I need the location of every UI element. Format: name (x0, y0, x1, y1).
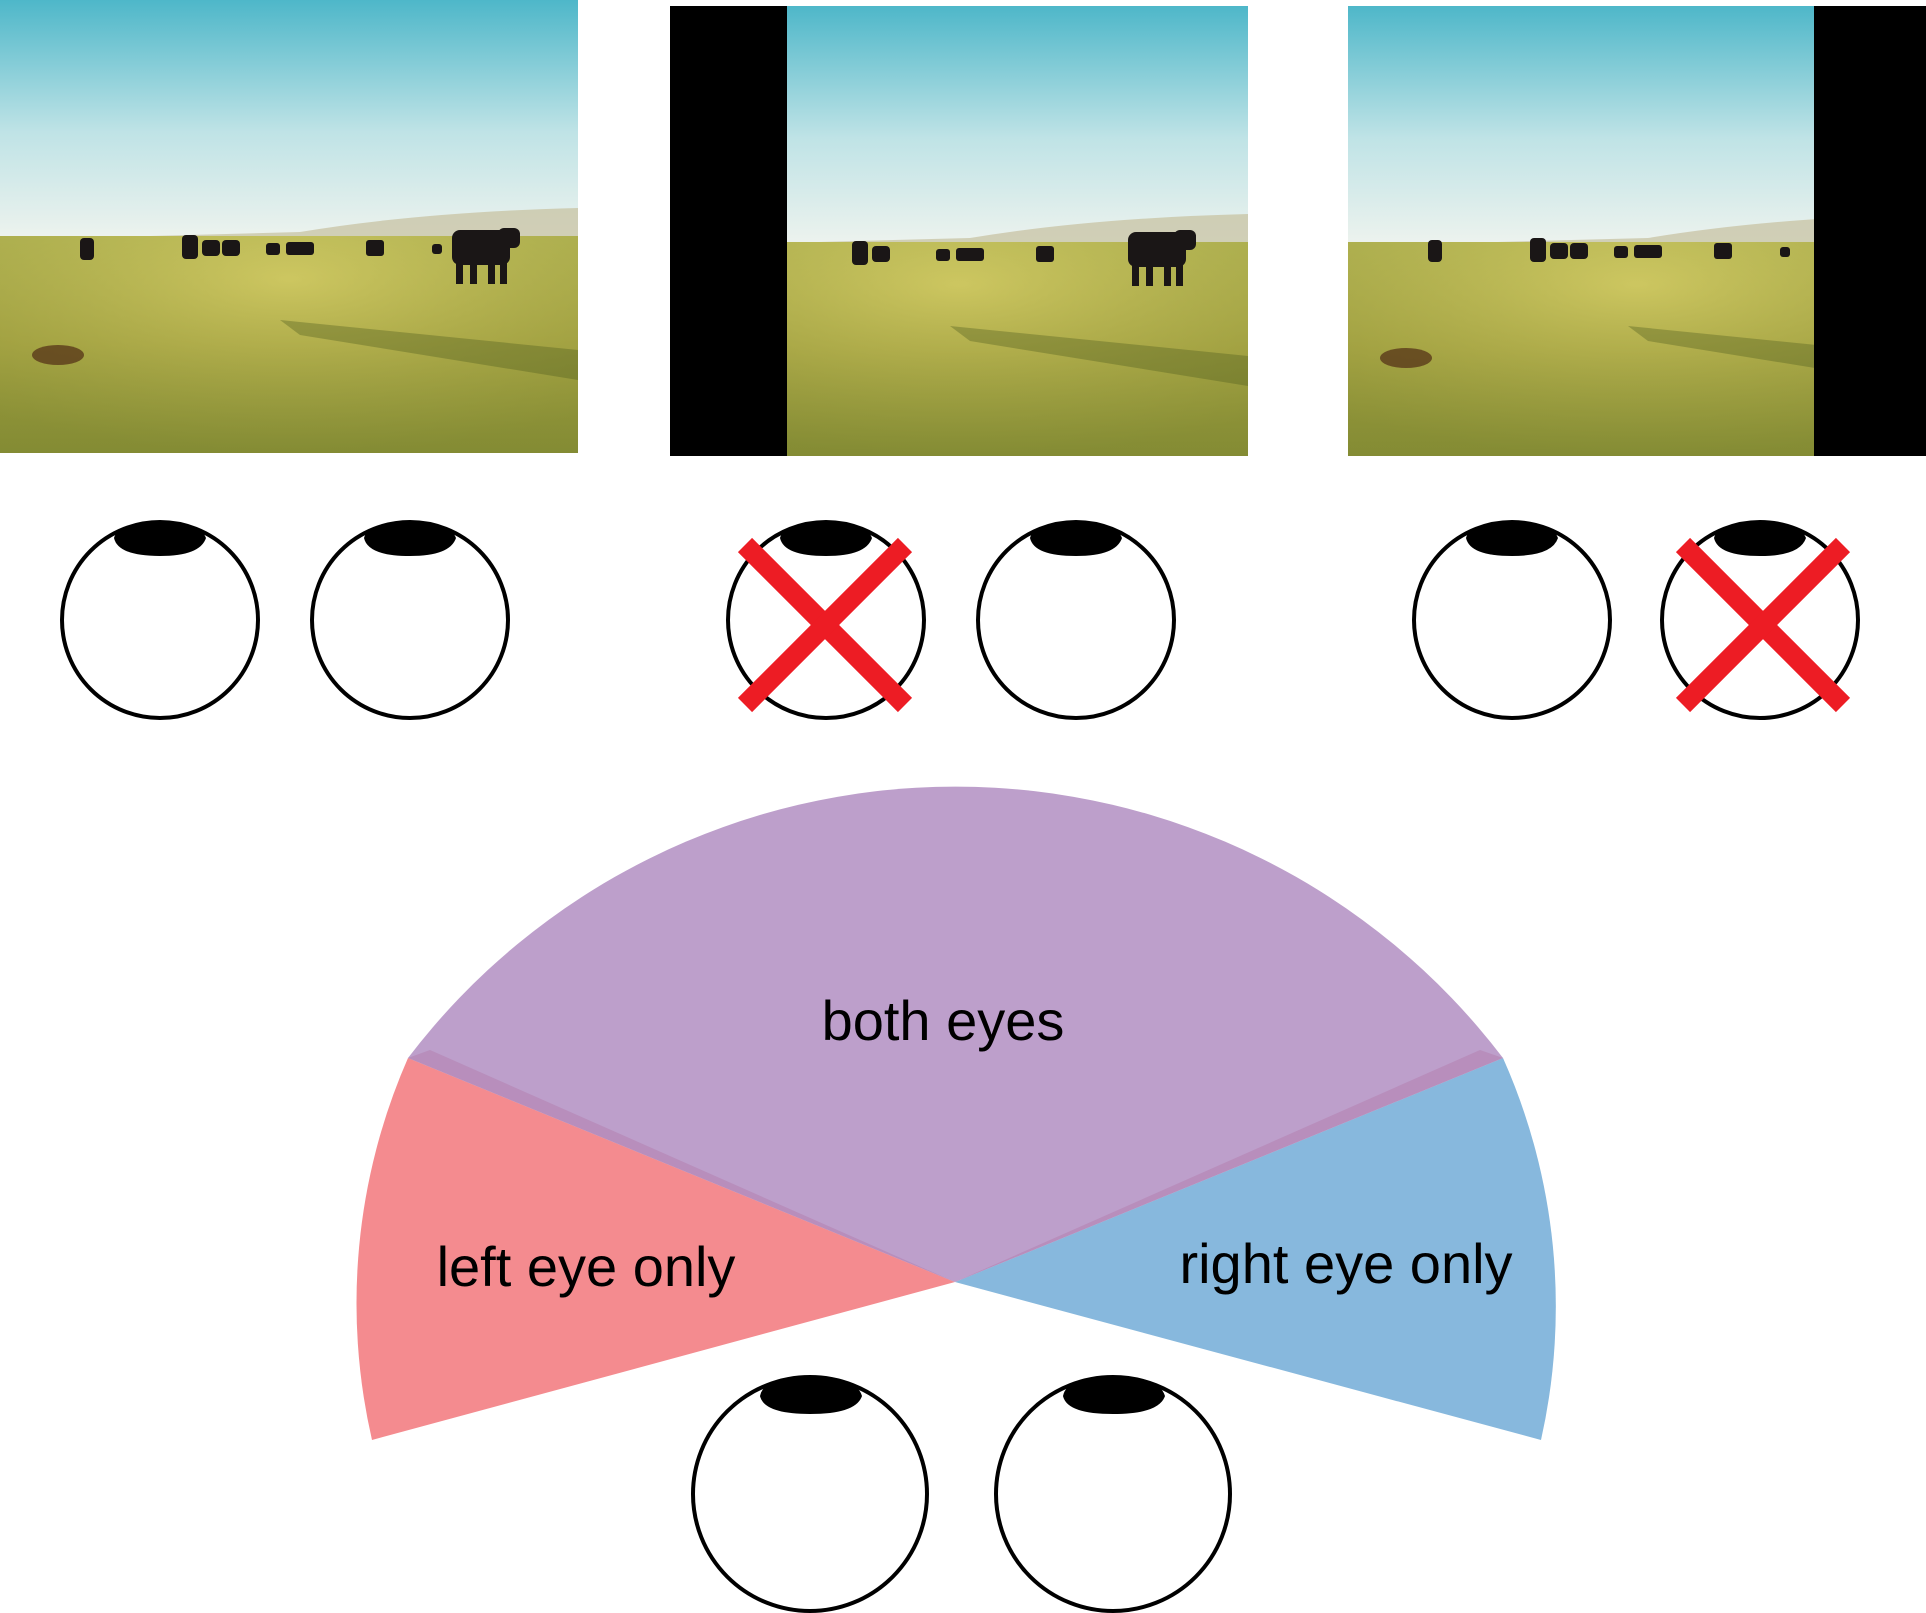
both-eyes-region (408, 786, 1503, 1282)
field-photo (670, 6, 1248, 456)
right-eye-only-region (955, 1058, 1556, 1440)
photo-panel-both-eyes (0, 0, 578, 453)
eye-pair-bottom (691, 1375, 1232, 1613)
eye-icon (60, 520, 260, 720)
cross-icon (737, 537, 913, 713)
eye-icon (976, 520, 1176, 720)
cow-icon (1128, 230, 1196, 286)
vision-blocker (1814, 6, 1926, 456)
eye-pair-left-closed (726, 520, 1176, 720)
eye-pair-right-closed (1412, 520, 1860, 720)
right-eye-only-label: right eye only (1179, 1232, 1512, 1295)
cross-icon (1675, 537, 1851, 713)
cow-icon (452, 228, 520, 284)
eye-icon (1412, 520, 1612, 720)
left-eye-only-region (356, 1058, 955, 1440)
field-photo (0, 0, 578, 453)
photo-panel-left-eye-only (1348, 6, 1926, 456)
eye-pair-both-open (60, 520, 510, 720)
photo-panel-right-eye-only (670, 6, 1248, 456)
eye-icon (994, 1375, 1232, 1613)
eye-icon (691, 1375, 929, 1613)
field-photo (1348, 6, 1926, 456)
left-eye-only-label: left eye only (437, 1235, 736, 1298)
eye-icon (310, 520, 510, 720)
both-eyes-label: both eyes (822, 989, 1065, 1052)
vision-blocker (670, 6, 787, 456)
field-of-view-fan: both eyes left eye only right eye only (356, 786, 1556, 1440)
